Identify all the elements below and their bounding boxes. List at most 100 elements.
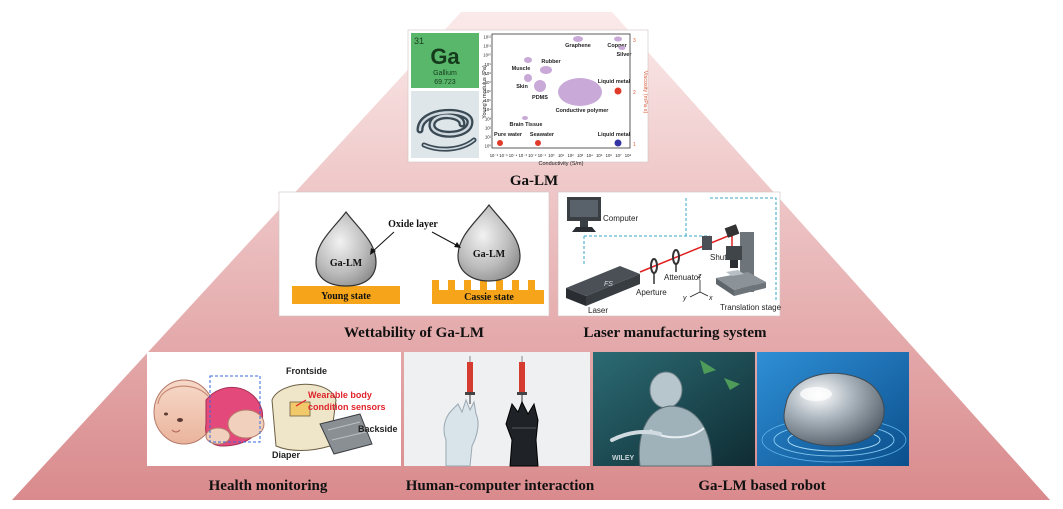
laser-icon xyxy=(566,266,640,306)
oxide-arrowhead-right xyxy=(454,242,461,248)
point-liquid-metal-bottom xyxy=(614,139,622,147)
laser-mark: FS xyxy=(604,281,613,288)
human-hand xyxy=(443,398,479,467)
label-copper: Copper xyxy=(607,43,627,49)
chart-ylabel: Young's modulus (Pa) xyxy=(482,65,488,119)
aperture-label: Aperture xyxy=(636,288,667,297)
point-pure-water xyxy=(497,140,503,146)
caption-ga-lm: Ga-LM xyxy=(510,173,558,189)
axis-gizmo xyxy=(689,280,709,298)
y-tick-label: 10⁷ xyxy=(485,80,492,85)
axis-x-label: x xyxy=(708,295,713,302)
y-tick-labels: 10⁰10¹10²10³10⁴10⁵10⁶10⁷10⁸10⁹10¹⁰10¹¹10… xyxy=(483,35,491,149)
label-pdms: PDMS xyxy=(532,95,548,101)
y-tick-label: 10¹¹ xyxy=(484,44,492,49)
wiley-watermark: WILEY xyxy=(612,455,634,462)
element-number: 31 xyxy=(414,36,424,46)
baby-illustration xyxy=(153,379,265,447)
x-tick-label: 10⁴ xyxy=(586,153,593,158)
caption-health-monitoring: Health monitoring xyxy=(209,478,328,494)
mirror-icon xyxy=(724,224,740,238)
oxide-arrow-left xyxy=(371,231,395,253)
translation-stage-label: Translation stage xyxy=(720,303,782,312)
x-tick-label: 10⁻³ xyxy=(519,153,528,158)
point-liquid-metal-top xyxy=(614,87,622,95)
oxide-layer-label: Oxide layer xyxy=(388,219,438,230)
element-symbol: Ga xyxy=(430,44,460,69)
cassie-state-substrate xyxy=(432,280,544,304)
bubble-conductive-polymer xyxy=(558,78,602,106)
x-tick-label: 10⁵ xyxy=(596,153,603,158)
bubble-graphene xyxy=(573,36,583,42)
laser-label: Laser xyxy=(588,306,608,315)
axis-y-label: y xyxy=(682,295,687,302)
y2-tick-label: 3 xyxy=(633,38,636,44)
cyborg-figure xyxy=(610,360,740,467)
x-tick-label: 10³ xyxy=(577,153,584,158)
label-liquid-metal-bottom: Liquid metal xyxy=(598,132,631,138)
attenuator-label: Attenuator xyxy=(664,273,701,282)
bubble-copper xyxy=(614,36,622,42)
shutter-label: Shutter xyxy=(710,253,736,262)
computer-label: Computer xyxy=(603,214,638,223)
bubble-pdms xyxy=(534,80,546,92)
droplet-young xyxy=(315,211,377,287)
wettability-panel: Young state Cassie state Ga-LM Ga-LM Oxi… xyxy=(278,191,550,317)
x-tick-label: 10⁶ xyxy=(606,153,613,158)
ga-lm-panel: 31 Ga Gallium 69.723 Young's modulus (Pa… xyxy=(407,29,649,167)
young-state-substrate xyxy=(292,286,400,304)
droplet-cassie xyxy=(457,204,521,282)
y-tick-label: 10³ xyxy=(485,116,492,121)
y-tick-label: 10⁴ xyxy=(485,107,492,112)
laser-system-panel: Computer FS Laser Aperture Attenuator Sh… xyxy=(557,191,782,317)
x-tick-label: 10⁸ xyxy=(625,153,632,158)
y-tick-label: 10⁶ xyxy=(485,89,492,94)
caption-hci: Human-computer interaction xyxy=(406,478,595,494)
x-tick-label: 10⁻¹ xyxy=(538,153,547,158)
backside-label: Backside xyxy=(358,424,398,434)
axis-z-label: z xyxy=(697,273,702,280)
y-tick-label: 10² xyxy=(485,125,492,130)
diaper-illustration xyxy=(271,383,373,455)
y-tick-label: 10⁸ xyxy=(485,71,492,76)
droplet-highlight xyxy=(800,387,832,401)
y-tick-label: 10¹ xyxy=(485,134,492,139)
computer-icon xyxy=(567,197,601,232)
chart-plot-area xyxy=(491,33,631,149)
bubble-muscle xyxy=(524,57,532,63)
oxide-arrowhead-left xyxy=(370,248,376,255)
caption-robot: Ga-LM based robot xyxy=(698,478,825,494)
label-silver: Silver xyxy=(617,52,633,58)
hci-panel xyxy=(404,352,590,467)
y-tick-label: 10⁵ xyxy=(485,98,492,103)
label-liquid-metal-top: Liquid metal xyxy=(598,79,631,85)
label-muscle: Muscle xyxy=(512,66,531,72)
y2-tick-label: 2 xyxy=(633,90,636,96)
robot-panel: WILEY xyxy=(593,352,909,467)
syringe-left xyxy=(465,356,475,404)
y-tick-label: 10⁹ xyxy=(485,62,492,67)
x-tick-label: 10⁻⁵ xyxy=(499,153,508,158)
sensor-label-line1: Wearable body xyxy=(308,390,372,400)
caption-wettability: Wettability of Ga-LM xyxy=(344,325,484,341)
x-tick-label: 10¹ xyxy=(558,153,565,158)
bubble-brain-tissue xyxy=(522,116,528,120)
x-tick-label: 10⁻⁴ xyxy=(509,153,518,158)
health-monitoring-panel: Frontside Wearable body condition sensor… xyxy=(147,352,401,466)
y2-tick-label: 1 xyxy=(633,142,636,148)
liquid-metal-coil-image xyxy=(411,91,479,158)
droplet-young-label: Ga-LM xyxy=(330,258,363,269)
oxide-arrow-right xyxy=(431,231,459,247)
bubble-silver xyxy=(618,46,626,50)
y-tick-label: 10⁰ xyxy=(485,144,492,149)
label-graphene: Graphene xyxy=(565,43,591,49)
label-rubber: Rubber xyxy=(541,59,561,65)
label-conductive-polymer: Conductive polymer xyxy=(556,108,610,114)
young-state-label: Young state xyxy=(321,291,371,302)
caption-laser-system: Laser manufacturing system xyxy=(583,325,767,341)
point-seawater xyxy=(535,140,541,146)
element-mass: 69.723 xyxy=(434,79,456,86)
x-tick-label: 10⁻² xyxy=(528,153,537,158)
